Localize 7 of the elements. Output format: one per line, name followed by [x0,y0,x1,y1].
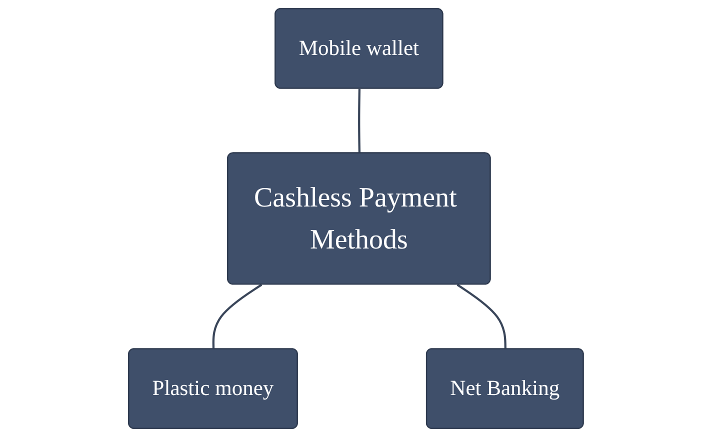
rounded-box: Plastic money [128,348,298,429]
connector-line [456,284,506,350]
rounded-box: Cashless Payment Methods [226,152,490,285]
rounded-box: Mobile wallet [274,8,443,89]
rounded-box: Net Banking [426,348,584,429]
connector-line [212,284,262,350]
connector-line [358,88,360,154]
